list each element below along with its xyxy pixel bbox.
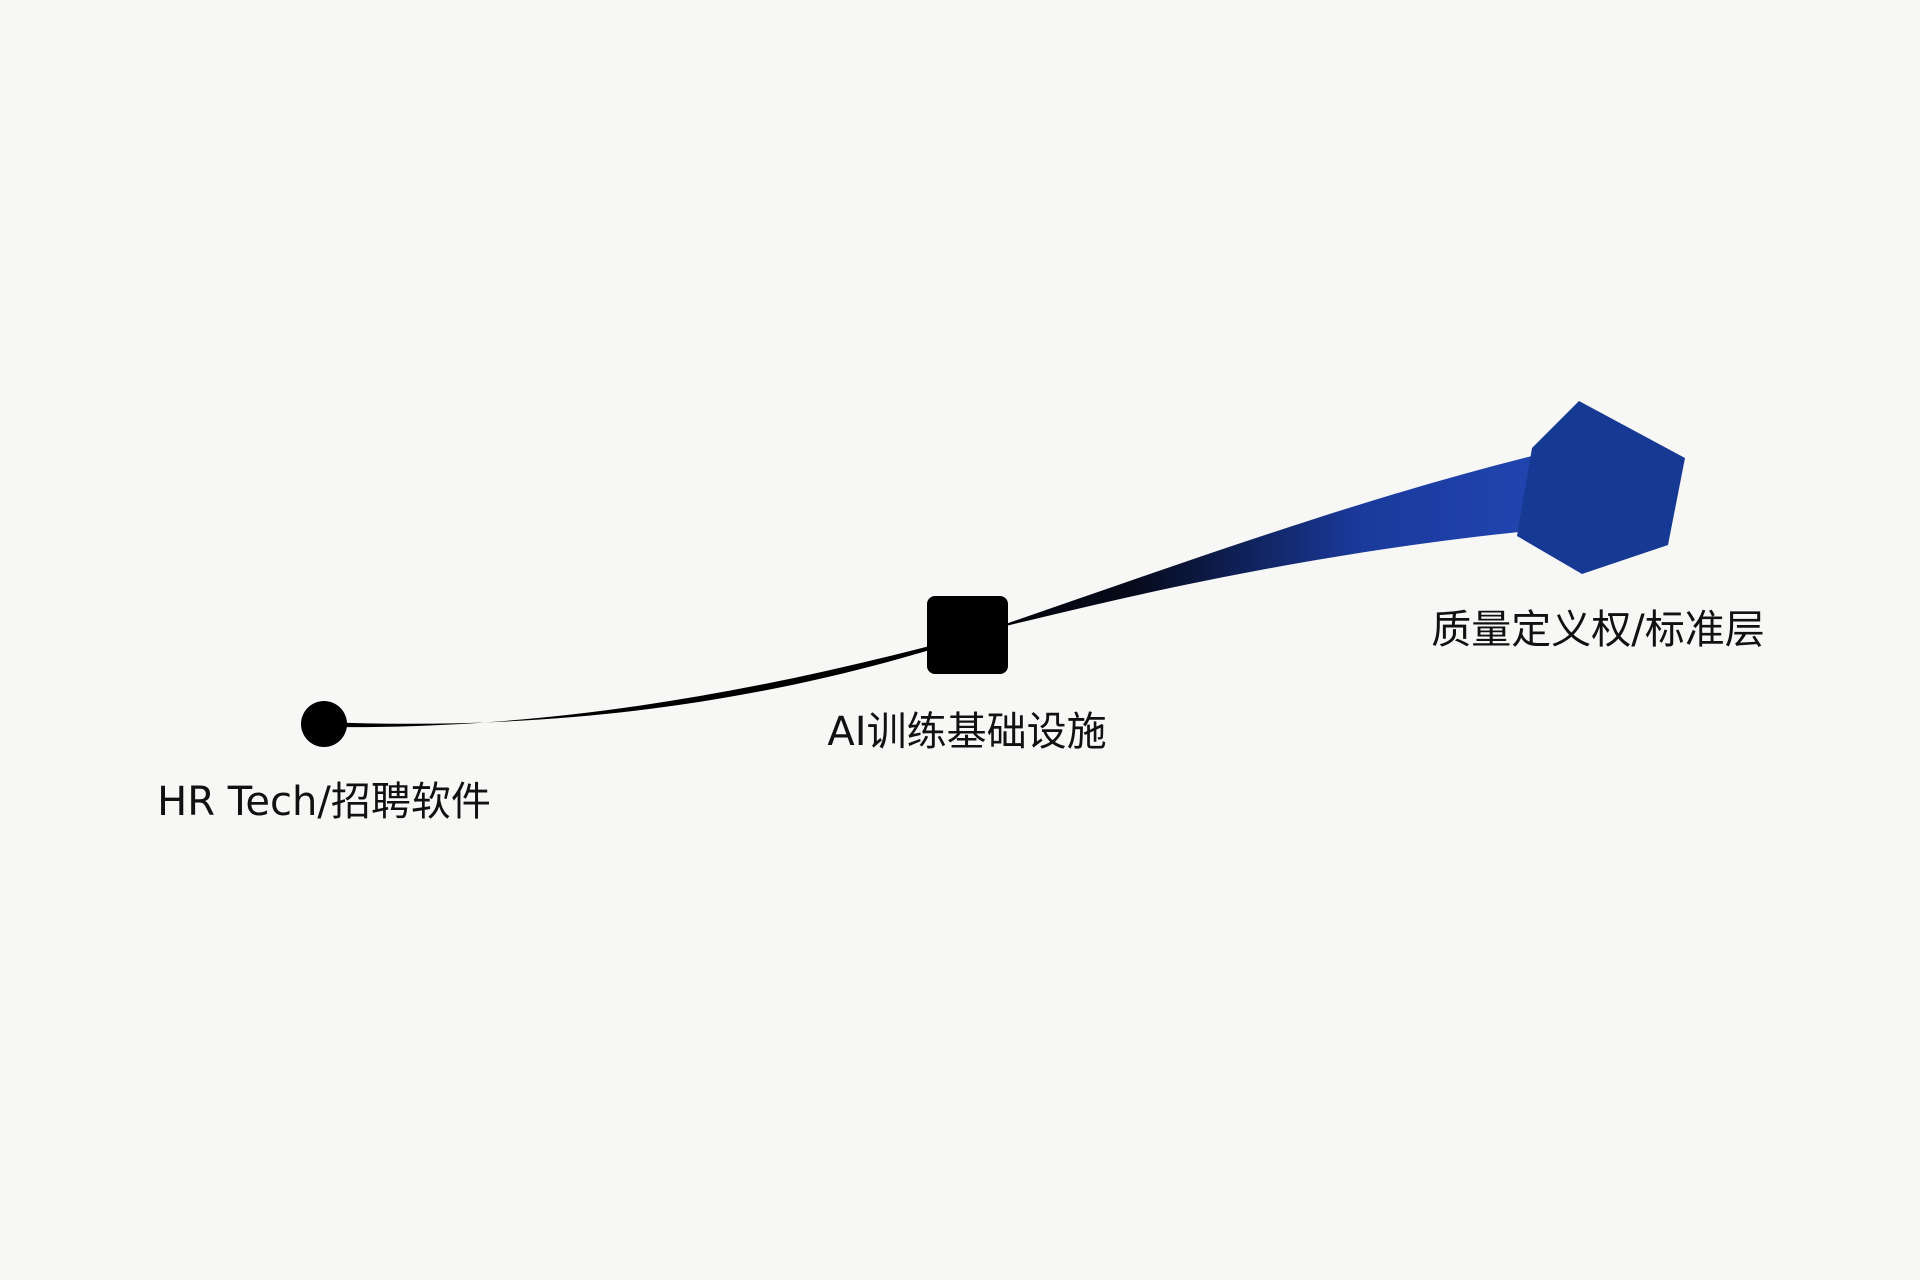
stage-3-label: 质量定义权/标准层 [1431,607,1765,653]
stage-2-square-marker [927,596,1008,674]
stage-1-label: HR Tech/招聘软件 [157,779,491,825]
stage-2-label: AI训练基础设施 [827,709,1107,755]
stage-1-circle-marker [301,701,347,747]
stage-3-hexagon-marker [1517,401,1685,574]
progression-path [324,452,1560,728]
